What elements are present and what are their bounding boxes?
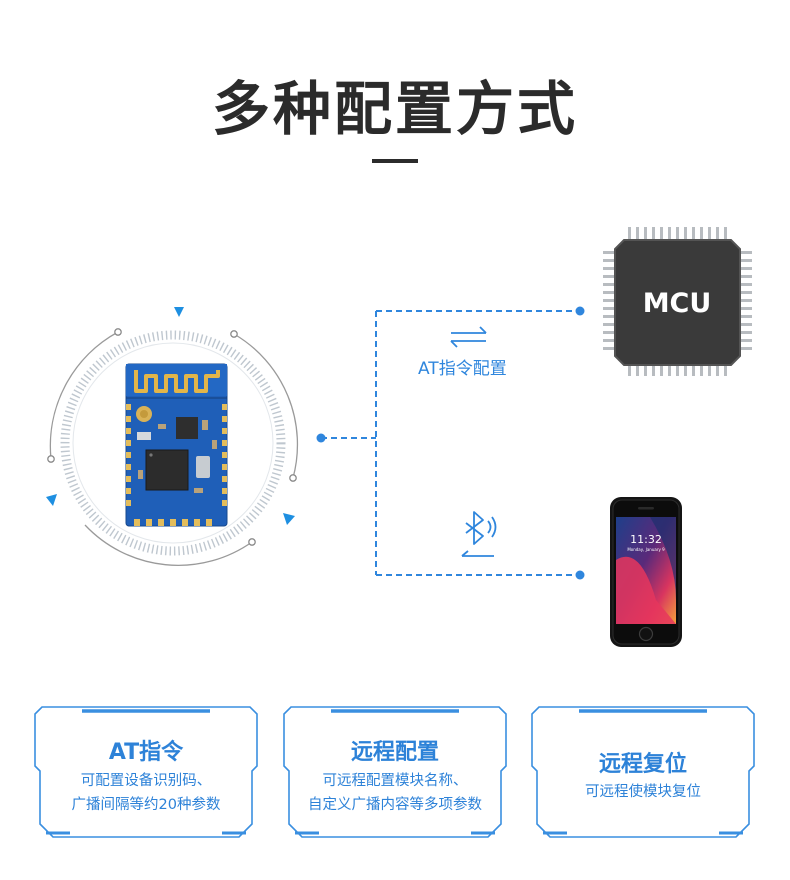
card-frame xyxy=(34,706,258,838)
at-config-label: AT指令配置 xyxy=(418,359,507,379)
card-desc-line-2: 自定义广播内容等多项参数 xyxy=(308,797,482,813)
feature-card-at: AT指令 可配置设备识别码、 广播间隔等约20种参数 xyxy=(32,704,260,840)
connector-lines xyxy=(316,306,585,580)
card-desc-line-1: 可远程使模块复位 xyxy=(585,784,701,800)
card-title: AT指令 xyxy=(108,740,184,765)
config-diagram: MCU 11:32 Monday, January 9 xyxy=(46,227,752,647)
feature-card-remote-config: 远程配置 可远程配置模块名称、 自定义广播内容等多项参数 xyxy=(281,704,509,840)
mcu-label: MCU xyxy=(643,288,712,319)
card-desc-line-2: 广播间隔等约20种参数 xyxy=(71,797,221,813)
swap-arrows-icon xyxy=(450,326,487,348)
page-title: 多种配置方式 xyxy=(211,75,578,143)
bluetooth-icon xyxy=(461,511,497,557)
phone-graphic: 11:32 Monday, January 9 xyxy=(610,497,682,647)
phone-clock: 11:32 xyxy=(630,533,662,546)
card-frame xyxy=(283,706,507,838)
phone-date: Monday, January 9 xyxy=(627,547,665,552)
module-dial-graphic xyxy=(46,307,299,566)
card-desc-line-1: 可配置设备识别码、 xyxy=(80,773,212,789)
card-desc-line-1: 可远程配置模块名称、 xyxy=(322,773,468,789)
card-title: 远程配置 xyxy=(350,740,439,765)
feature-card-remote-reset: 远程复位 可远程使模块复位 xyxy=(529,704,757,840)
title-underline xyxy=(372,159,418,163)
mcu-chip-graphic: MCU xyxy=(603,227,752,376)
card-title: 远程复位 xyxy=(598,752,687,777)
card-frame xyxy=(531,706,755,838)
